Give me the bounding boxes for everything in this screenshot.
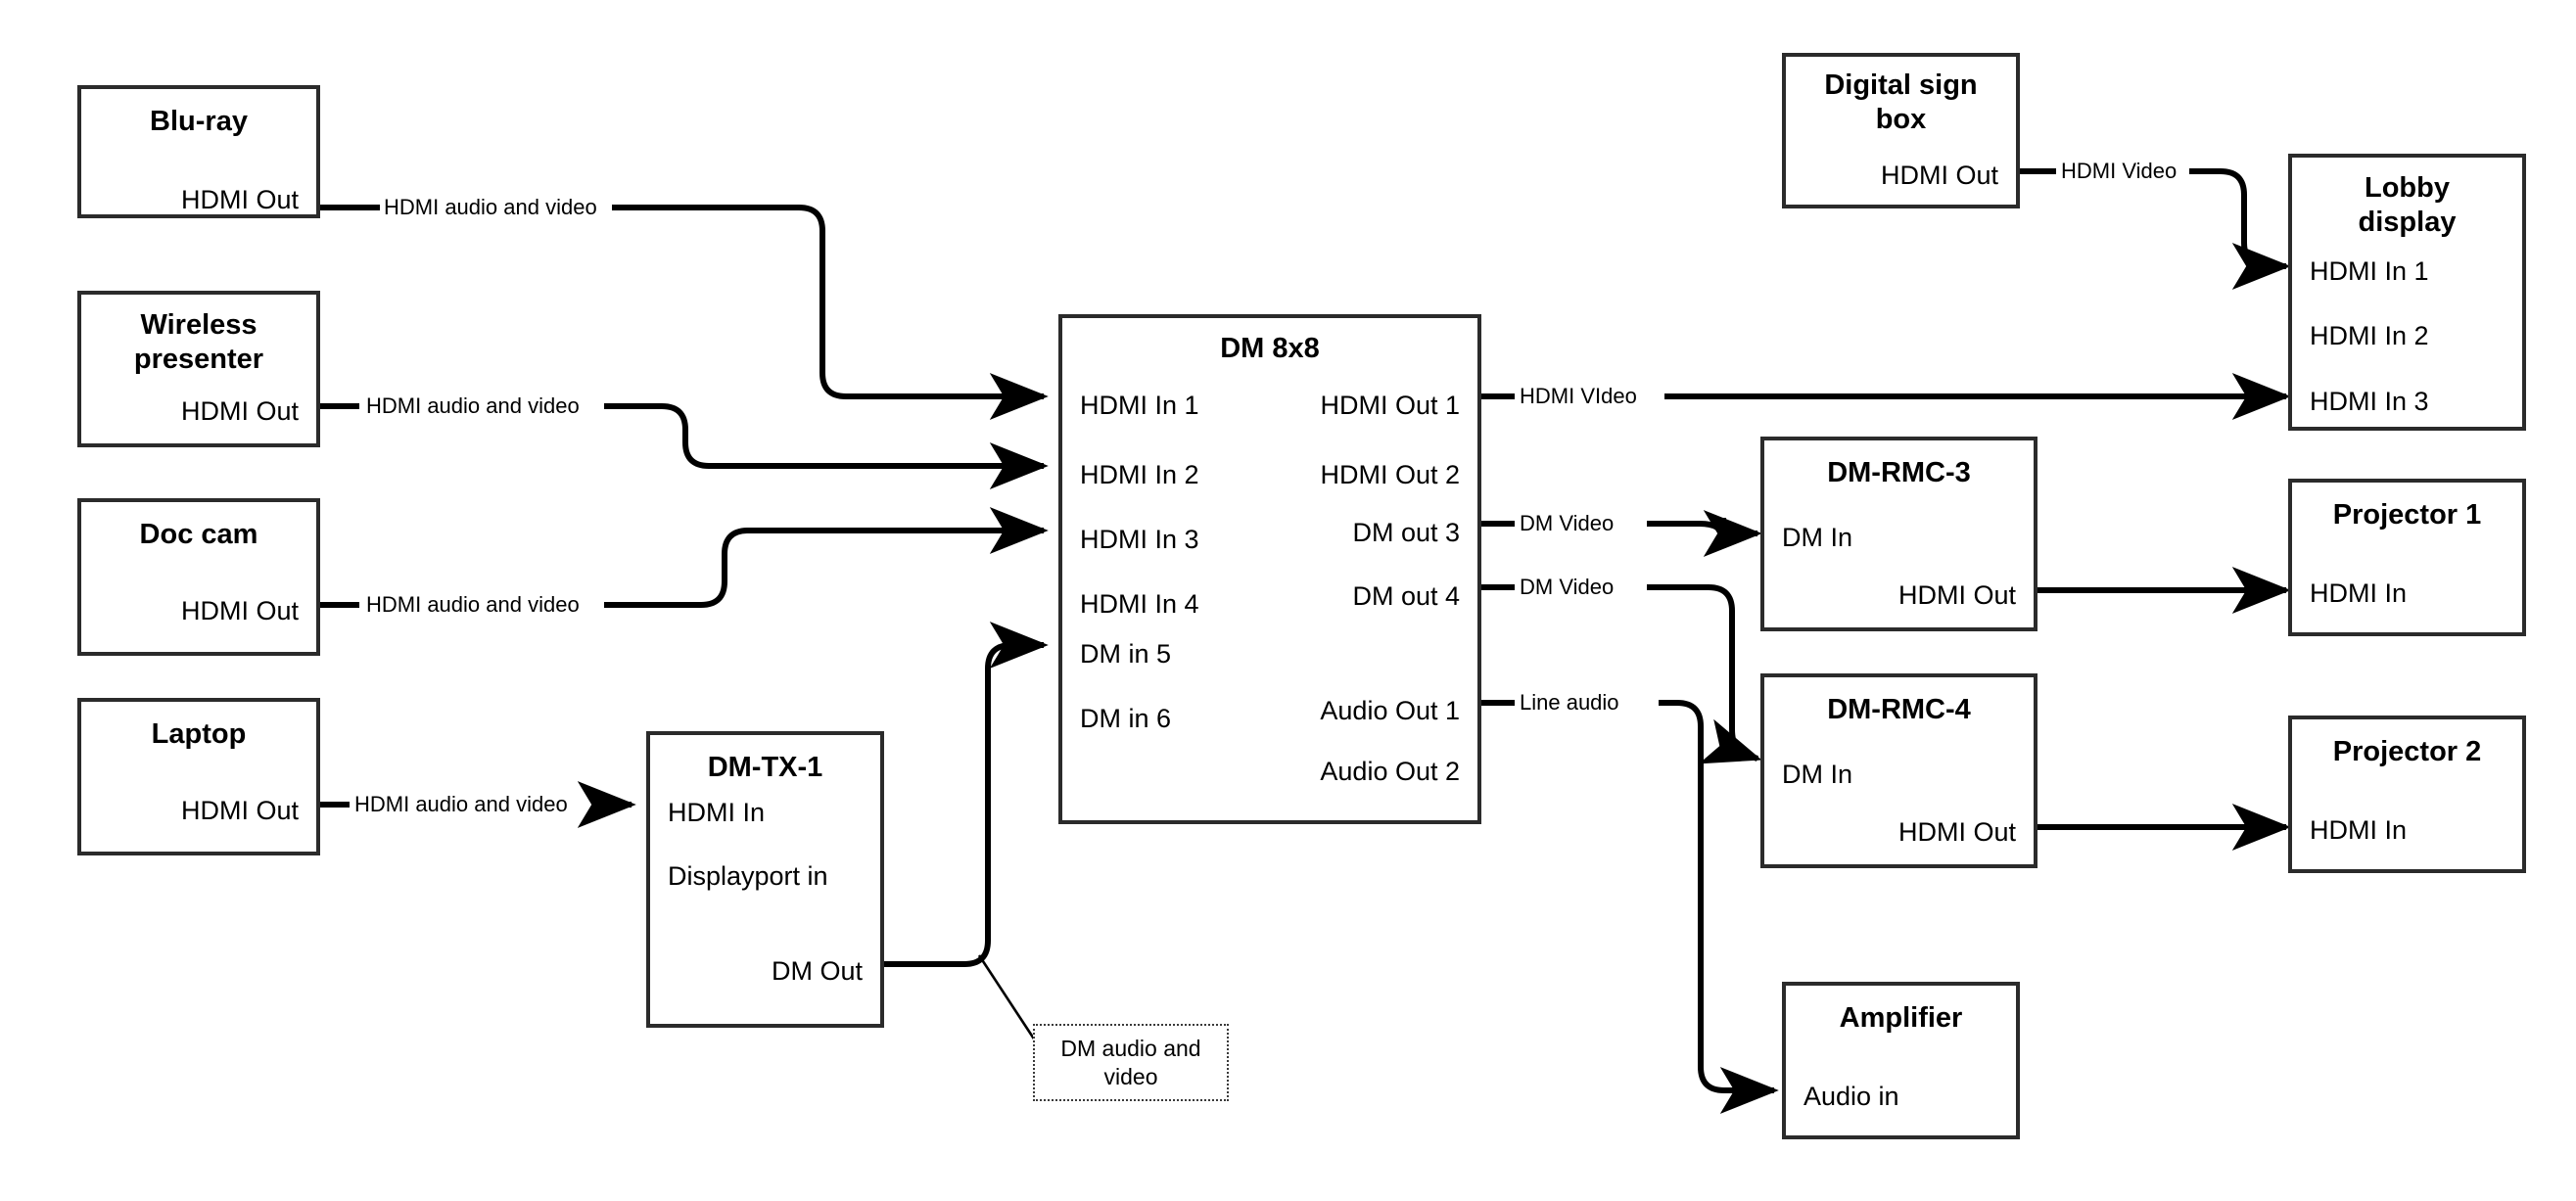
node-dm-8x8-input-hdmi-in-2: HDMI In 2 <box>1080 460 1199 489</box>
node-dm-rmc-3-port-hdmi-out: HDMI Out <box>1897 580 2016 610</box>
edge-bluray-to-dm-hdmi-in-1 <box>320 205 1044 396</box>
node-dm-8x8-input-hdmi-in-3: HDMI In 3 <box>1080 525 1199 554</box>
node-amplifier-port-audio-in: Audio in <box>1803 1082 1899 1111</box>
edge-digitalsign-to-lobby-hdmi-in-1 <box>2020 168 2286 266</box>
edge-label-dm-out-3-to-rmc3: DM Video <box>1516 513 1618 534</box>
node-dm-rmc-4[interactable]: DM-RMC-4 DM In HDMI Out <box>1760 673 2037 868</box>
node-dm-8x8-output-hdmi-out-2: HDMI Out 2 <box>1320 460 1460 489</box>
node-bluray-port-hdmi-out: HDMI Out <box>180 185 299 214</box>
node-digital-sign-box-title-line1: Digital sign <box>1824 69 1978 101</box>
node-projector-2-port-hdmi-in: HDMI In <box>2310 815 2408 845</box>
node-doc-cam-title: Doc cam <box>139 519 258 550</box>
node-laptop-port-hdmi-out: HDMI Out <box>180 796 299 825</box>
node-dm-rmc-3-title: DM-RMC-3 <box>1827 457 1971 488</box>
node-wireless-presenter-title-line1: Wireless <box>140 309 258 341</box>
node-dm-8x8-input-dm-in-6: DM in 6 <box>1080 704 1172 733</box>
node-dm-8x8-input-hdmi-in-1: HDMI In 1 <box>1080 391 1199 420</box>
node-projector-1[interactable]: Projector 1 HDMI In <box>2288 479 2526 636</box>
node-dm-8x8[interactable]: DM 8x8 HDMI In 1 HDMI In 2 HDMI In 3 HDM… <box>1058 314 1481 824</box>
node-dm-tx-1[interactable]: DM-TX-1 HDMI In Displayport in DM Out <box>646 731 884 1028</box>
edge-label-audio-out-1-to-amplifier: Line audio <box>1516 692 1623 714</box>
node-lobby-display-title-line2: display <box>2358 207 2457 238</box>
node-dm-8x8-output-hdmi-out-1: HDMI Out 1 <box>1320 391 1460 420</box>
edge-label-dm-hdmi-out-1-to-lobby: HDMI VIdeo <box>1516 386 1641 407</box>
edge-label-wireless-to-dm: HDMI audio and video <box>362 395 584 417</box>
node-bluray[interactable]: Blu-ray HDMI Out <box>77 85 320 218</box>
edge-audio-out-1-to-amplifier <box>1481 700 1774 1090</box>
node-doc-cam[interactable]: Doc cam HDMI Out <box>77 498 320 656</box>
callout-dm-audio-and-video: DM audio and video <box>1033 1024 1229 1101</box>
edge-label-bluray-to-dm: HDMI audio and video <box>380 197 601 218</box>
node-laptop-title: Laptop <box>151 718 247 750</box>
node-dm-8x8-title: DM 8x8 <box>1220 333 1320 364</box>
node-dm-8x8-output-audio-out-1: Audio Out 1 <box>1320 696 1460 725</box>
node-projector-1-title: Projector 1 <box>2332 499 2482 531</box>
node-laptop[interactable]: Laptop HDMI Out <box>77 698 320 855</box>
edge-label-digitalsign-to-lobby: HDMI Video <box>2057 161 2181 182</box>
node-lobby-display[interactable]: Lobby display HDMI In 1 HDMI In 2 HDMI I… <box>2288 154 2526 431</box>
edge-label-laptop-to-dmtx1: HDMI audio and video <box>351 794 572 815</box>
node-dm-rmc-4-port-hdmi-out: HDMI Out <box>1897 817 2016 847</box>
node-dm-8x8-input-dm-in-5: DM in 5 <box>1080 639 1172 669</box>
node-wireless-presenter-title-line2: presenter <box>133 344 264 375</box>
node-dm-tx-1-port-hdmi-in: HDMI In <box>668 798 766 827</box>
node-dm-rmc-4-title: DM-RMC-4 <box>1827 694 1971 725</box>
node-digital-sign-box-port-hdmi-out: HDMI Out <box>1880 161 1998 190</box>
node-wireless-presenter-port-hdmi-out: HDMI Out <box>180 396 299 426</box>
node-projector-2-title: Projector 2 <box>2332 736 2482 767</box>
node-digital-sign-box[interactable]: Digital sign box HDMI Out <box>1782 53 2020 208</box>
node-lobby-display-port-hdmi-in-1: HDMI In 1 <box>2310 256 2429 286</box>
node-amplifier-title: Amplifier <box>1839 1002 1963 1034</box>
callout-leader-line <box>977 954 1043 1050</box>
node-doc-cam-port-hdmi-out: HDMI Out <box>180 596 299 625</box>
edge-doccam-to-dm-hdmi-in-3 <box>320 531 1044 608</box>
node-projector-2[interactable]: Projector 2 HDMI In <box>2288 716 2526 873</box>
node-dm-tx-1-title: DM-TX-1 <box>707 752 823 783</box>
edge-label-dm-out-4-to-rmc4: DM Video <box>1516 577 1618 598</box>
node-dm-tx-1-port-displayport-in: Displayport in <box>668 861 828 891</box>
node-dm-rmc-3-port-dm-in: DM In <box>1782 523 1853 552</box>
node-projector-1-port-hdmi-in: HDMI In <box>2310 578 2408 608</box>
node-bluray-title: Blu-ray <box>150 106 248 137</box>
node-amplifier[interactable]: Amplifier Audio in <box>1782 982 2020 1139</box>
edge-dm-out-3-to-rmc3-dm-in <box>1481 518 1757 539</box>
node-wireless-presenter[interactable]: Wireless presenter HDMI Out <box>77 291 320 447</box>
node-dm-8x8-input-hdmi-in-4: HDMI In 4 <box>1080 589 1199 619</box>
node-dm-rmc-4-port-dm-in: DM In <box>1782 760 1853 789</box>
node-dm-8x8-output-dm-out-4: DM out 4 <box>1352 581 1460 611</box>
node-dm-tx-1-port-dm-out: DM Out <box>771 956 863 986</box>
node-dm-rmc-3[interactable]: DM-RMC-3 DM In HDMI Out <box>1760 437 2037 631</box>
edge-dm-out-4-to-rmc4-dm-in <box>1481 584 1757 759</box>
node-lobby-display-port-hdmi-in-3: HDMI In 3 <box>2310 387 2429 416</box>
edge-label-doccam-to-dm: HDMI audio and video <box>362 594 584 616</box>
edge-wireless-to-dm-hdmi-in-2 <box>320 406 1044 466</box>
node-dm-8x8-output-dm-out-3: DM out 3 <box>1352 518 1460 547</box>
node-lobby-display-title-line1: Lobby <box>2365 172 2450 204</box>
node-lobby-display-port-hdmi-in-2: HDMI In 2 <box>2310 321 2429 350</box>
node-dm-8x8-output-audio-out-2: Audio Out 2 <box>1320 757 1460 786</box>
node-digital-sign-box-title-line2: box <box>1875 104 1927 135</box>
edge-dmtx1-to-dm-in-5 <box>884 622 1049 967</box>
